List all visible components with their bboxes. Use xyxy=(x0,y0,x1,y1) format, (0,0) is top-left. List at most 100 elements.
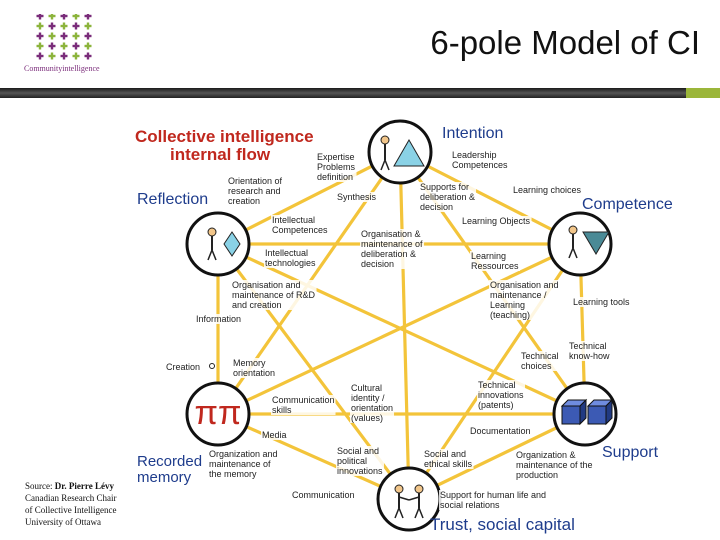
flow-label-technical-knowhow-bg xyxy=(568,341,612,361)
logo-dot xyxy=(72,14,80,20)
flow-label-technical-innovations-bg xyxy=(477,380,526,410)
logo-dot xyxy=(48,22,56,30)
logo-dot xyxy=(60,52,68,60)
flow-label-synthesis: Synthesis xyxy=(337,192,377,202)
flow-label-communication-bg xyxy=(291,490,356,500)
flow-label-creation-bg xyxy=(165,362,202,372)
flow-label-documentation-bg xyxy=(469,426,532,436)
flow-label-learning-choices-bg xyxy=(512,185,583,195)
pi-pi-icon: ππ xyxy=(195,394,242,432)
flow-label-support-human-bg xyxy=(439,490,548,510)
person-diamond-icon xyxy=(207,227,241,261)
creation-marker-icon xyxy=(209,363,215,369)
title-divider-bar xyxy=(0,88,686,98)
flow-label-information: Information xyxy=(196,314,241,324)
flow-label-memory-orientation-bg xyxy=(232,358,277,378)
logo-text: Communityintelligence xyxy=(24,64,100,73)
logo-dot xyxy=(84,14,92,20)
flow-label-synthesis-bg xyxy=(336,192,378,202)
flow-label-documentation: Documentation xyxy=(470,426,531,436)
logo-dot xyxy=(60,32,68,40)
pole-circle-competence xyxy=(547,211,613,277)
pole-label-reflection: Reflection xyxy=(137,191,208,208)
source-author: Dr. Pierre Lévy xyxy=(54,481,114,491)
source-line-4: University of Ottawa xyxy=(25,517,101,527)
line-intention-reflection xyxy=(216,150,402,246)
flow-label-information-bg xyxy=(195,314,243,324)
flow-label-organisation-memory-bg xyxy=(208,449,279,479)
flow-label-orientation-bg xyxy=(227,176,284,206)
pole-label-competence: Competence xyxy=(582,196,673,213)
logo-dot xyxy=(48,52,56,60)
logo-dot xyxy=(36,42,44,50)
pole-label-recorded-memory: Recorded memory xyxy=(137,453,206,486)
person-triangle-icon xyxy=(380,135,425,171)
flow-label-organisation-rd-bg xyxy=(231,280,317,310)
line-trust-recorded xyxy=(216,412,411,501)
source-line-3: of Collective Intelligence xyxy=(25,505,117,515)
flow-label-supports-bg xyxy=(419,182,477,212)
flow-label-learning-tools-bg xyxy=(572,297,632,307)
cubes-icon xyxy=(560,398,614,426)
logo-dot xyxy=(84,42,92,50)
pole-circle-reflection xyxy=(185,211,251,277)
logo-dot xyxy=(72,52,80,60)
diagram-heading-line-2: internal flow xyxy=(170,145,271,164)
flow-label-communication: Communication xyxy=(292,490,355,500)
logo-dot xyxy=(48,32,56,40)
pole-circle-intention xyxy=(367,119,433,185)
two-people-icon xyxy=(394,484,424,519)
flow-label-social-ethical-bg xyxy=(423,449,474,469)
flow-label-learning-tools: Learning tools xyxy=(573,297,630,307)
flow-label-communication-skills-bg xyxy=(271,395,336,415)
source-line-2: Canadian Research Chair xyxy=(25,493,117,503)
logo-dot xyxy=(72,32,80,40)
logo-dots xyxy=(36,14,92,60)
person-inverted-triangle-icon xyxy=(568,225,610,259)
logo-dot xyxy=(84,32,92,40)
flow-label-organisation-production-bg xyxy=(515,450,594,480)
logo-dot xyxy=(48,14,56,20)
pole-label-trust: Trust, social capital xyxy=(430,515,575,534)
logo-dot xyxy=(72,22,80,30)
logo-dot xyxy=(84,22,92,30)
logo-dot xyxy=(60,14,68,20)
pole-label-intention: Intention xyxy=(442,125,503,142)
flow-label-learning-choices: Learning choices xyxy=(513,185,582,195)
flow-label-learning-ressources-bg xyxy=(470,251,521,271)
flow-label-learning-objects: Learning Objects xyxy=(462,216,531,226)
diagram-heading-line-1: Collective intelligence xyxy=(135,127,314,146)
flow-label-intellectual-competences-bg xyxy=(271,215,330,235)
logo-dot xyxy=(36,14,44,20)
flow-label-cultural-identity-bg xyxy=(350,383,395,423)
slide-title: 6-pole Model of CI xyxy=(430,24,700,61)
flow-label-leadership-bg xyxy=(451,150,510,170)
pole-label-support: Support xyxy=(602,444,659,461)
source-prefix: Source: xyxy=(25,481,55,491)
flow-label-social-political-bg xyxy=(336,446,385,476)
flow-label-intellectual-technologies-bg xyxy=(264,248,318,268)
flow-label-organisation-learning-bg xyxy=(489,280,560,320)
flow-label-organisation-deliberation-bg xyxy=(360,229,425,269)
line-intention-competence xyxy=(398,150,582,246)
flow-label-media: Media xyxy=(262,430,287,440)
logo-dot xyxy=(36,32,44,40)
